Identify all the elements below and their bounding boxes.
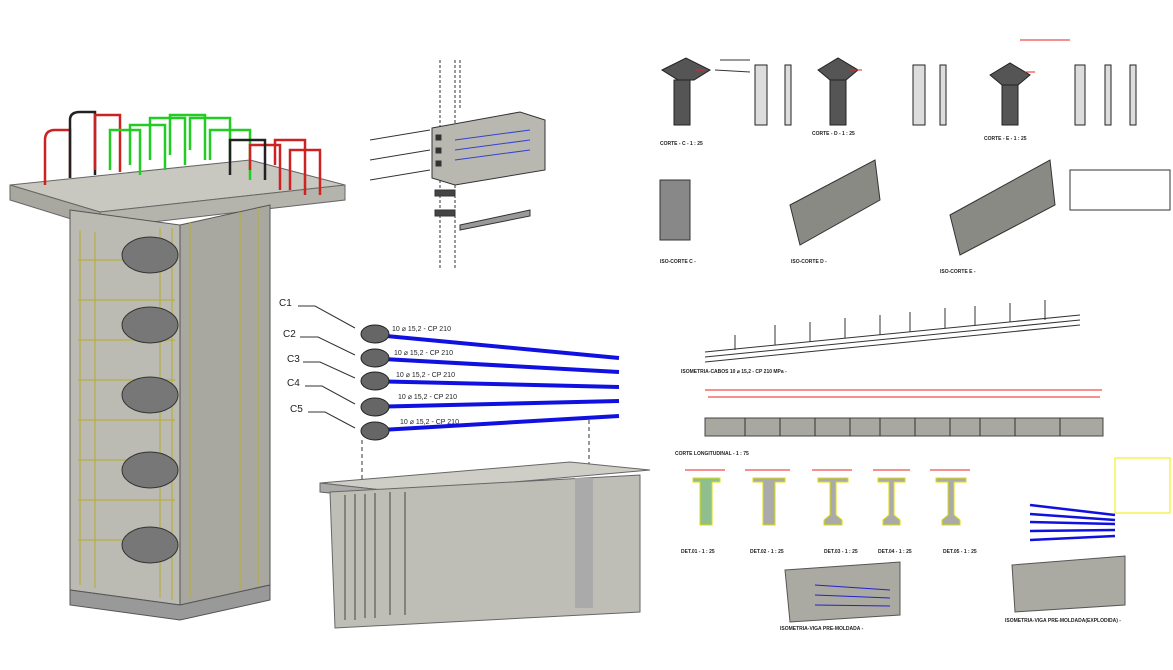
longitudinal-section — [704, 389, 1104, 437]
cable-id-c5: C5 — [290, 404, 303, 415]
det-sections — [685, 457, 1171, 526]
label-corte-c: CORTE - C - 1 : 25 — [660, 141, 703, 147]
label-det-02: DET.02 - 1 : 25 — [750, 549, 784, 555]
exploded-detail — [369, 60, 546, 270]
label-iso-e: ISO-CORTE E - — [940, 269, 976, 275]
cable-id-c2: C2 — [283, 329, 296, 340]
label-iso-d: ISO-CORTE D - — [791, 259, 827, 265]
cable-spec-c3: 10 ⌀ 15,2 - CP 210 — [396, 372, 455, 379]
bottom-isometries — [784, 503, 1126, 623]
cable-spec-c1: 10 ⌀ 15,2 - CP 210 — [392, 326, 451, 333]
cables-isometry — [704, 300, 1081, 363]
label-corte-e: CORTE - E - 1 : 25 — [984, 136, 1027, 142]
label-det-03: DET.03 - 1 : 25 — [824, 549, 858, 555]
label-det-01: DET.01 - 1 : 25 — [681, 549, 715, 555]
iso-sections — [659, 159, 1171, 256]
label-iso-c: ISO-CORTE C - — [660, 259, 696, 265]
cable-id-c1: C1 — [279, 298, 292, 309]
label-iso-viga-explodida: ISOMETRIA-VIGA PRE-MOLDADA(EXPLODIDA) - — [1005, 618, 1121, 624]
cables — [298, 305, 620, 480]
beam-isometric — [319, 461, 651, 629]
cable-spec-c5: 10 ⌀ 15,2 - CP 210 — [400, 419, 459, 426]
label-iso-viga: ISOMETRIA-VIGA PRE-MOLDADA - — [780, 626, 864, 632]
cable-id-c3: C3 — [287, 354, 300, 365]
cable-spec-c4: 10 ⌀ 15,2 - CP 210 — [398, 394, 457, 401]
label-corte-longitudinal: CORTE LONGITUDINAL - 1 : 75 — [675, 451, 749, 457]
sections-row — [660, 39, 1137, 126]
pillar-isometric — [9, 110, 346, 621]
cable-spec-c2: 10 ⌀ 15,2 - CP 210 — [394, 350, 453, 357]
label-corte-d: CORTE - D - 1 : 25 — [812, 131, 855, 137]
cable-id-c4: C4 — [287, 378, 300, 389]
label-det-04: DET.04 - 1 : 25 — [878, 549, 912, 555]
label-det-05: DET.05 - 1 : 25 — [943, 549, 977, 555]
label-iso-cabos: ISOMETRIA-CABOS 10 ⌀ 15,2 - CP 210 MPa - — [681, 369, 787, 375]
